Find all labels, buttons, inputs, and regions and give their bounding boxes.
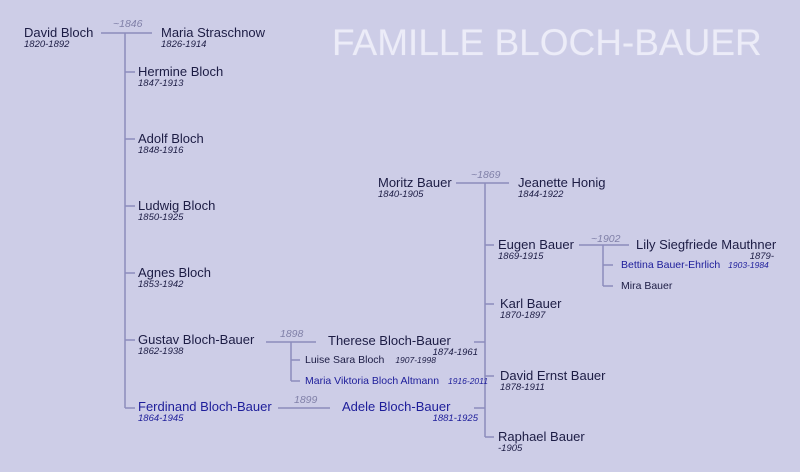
person-years: 1878-1911 [500,382,545,393]
person-name: Eugen Bauer [498,237,574,252]
person-name: Ludwig Bloch [138,198,216,213]
person-years: 1879- [749,251,774,262]
person-years: 1853-1942 [138,279,184,290]
person-name: Adolf Bloch [138,131,204,146]
person-name: Luise Sara Bloch [305,354,385,366]
person-gustav-bloch-bauer: Gustav Bloch-Bauer 1862-1938 [138,333,254,357]
person-therese-bloch-bauer: Therese Bloch-Bauer 1874-1961 [328,334,478,358]
person-years: -1905 [498,443,523,454]
person-years: 1862-1938 [138,346,184,357]
person-years: 1840-1905 [378,189,424,200]
person-name: David Bloch [24,25,94,40]
person-years: 1881-1925 [432,413,478,424]
person-maria-straschnow: Maria Straschnow 1826-1914 [161,26,265,50]
person-years: 1848-1916 [138,145,184,156]
person-name: Hermine Bloch [138,64,224,79]
person-years: 1869-1915 [498,251,544,262]
person-maria-viktoria-bloch-altmann: Maria Viktoria Bloch Altmann 1916-2011 [305,375,488,387]
person-years: 1874-1961 [432,347,478,358]
person-years: 1844-1922 [518,189,564,200]
person-name: Jeanette Honig [518,175,606,190]
marriage-year: ~1902 [591,233,621,245]
person-name: Agnes Bloch [138,265,211,280]
person-name: Gustav Bloch-Bauer [138,332,255,347]
person-name: Raphael Bauer [498,429,585,444]
person-adele-bloch-bauer: Adele Bloch-Bauer 1881-1925 [342,400,478,424]
person-years: 1826-1914 [161,39,207,50]
person-david-ernst-bauer: David Ernst Bauer 1878-1911 [500,369,606,393]
person-bettina-bauer-ehrlich: Bettina Bauer-Ehrlich 1903-1984 [621,259,769,271]
person-years: 1903-1984 [728,260,769,270]
person-mira-bauer: Mira Bauer [621,280,672,292]
person-name: Ferdinand Bloch-Bauer [138,399,272,414]
marriage-year: 1899 [294,394,318,406]
marriage-year: ~1846 [113,18,143,30]
person-eugen-bauer: Eugen Bauer 1869-1915 [498,238,574,262]
person-years: 1864-1945 [138,413,184,424]
person-years: 1916-2011 [447,376,488,386]
person-karl-bauer: Karl Bauer 1870-1897 [500,297,561,321]
person-jeanette-honig: Jeanette Honig 1844-1922 [518,176,605,200]
page-title: FAMILLE BLOCH-BAUER [332,22,762,63]
person-years: 1847-1913 [138,78,184,89]
person-agnes-bloch: Agnes Bloch 1853-1942 [138,266,211,290]
person-years: 1870-1897 [500,310,546,321]
person-name: Lily Siegfriede Mauthner [636,237,777,252]
person-name: Maria Straschnow [161,25,266,40]
person-name: Moritz Bauer [378,175,452,190]
person-name: Adele Bloch-Bauer [342,399,451,414]
person-david-bloch: David Bloch 1820-1892 [24,26,93,50]
person-moritz-bauer: Moritz Bauer 1840-1905 [378,176,452,200]
person-luise-sara-bloch: Luise Sara Bloch 1907-1998 [305,354,436,366]
marriage-year: ~1869 [471,169,501,181]
person-raphael-bauer: Raphael Bauer -1905 [498,430,585,454]
marriage-year: 1898 [280,328,304,340]
person-years: 1820-1892 [24,39,70,50]
person-name: Mira Bauer [621,280,673,292]
person-name: Karl Bauer [500,296,562,311]
person-hermine-bloch: Hermine Bloch 1847-1913 [138,65,223,89]
person-name: Bettina Bauer-Ehrlich [621,259,721,271]
person-years: 1850-1925 [138,212,184,223]
person-adolf-bloch: Adolf Bloch 1848-1916 [138,132,204,156]
person-years: 1907-1998 [395,355,436,365]
person-lily-siegfriede-mauthner: Lily Siegfriede Mauthner 1879- [636,237,777,262]
person-name: Maria Viktoria Bloch Altmann [305,375,440,387]
person-name: David Ernst Bauer [500,368,606,383]
person-ferdinand-bloch-bauer: Ferdinand Bloch-Bauer 1864-1945 [138,400,272,424]
person-name: Therese Bloch-Bauer [328,333,451,348]
person-ludwig-bloch: Ludwig Bloch 1850-1925 [138,199,215,223]
